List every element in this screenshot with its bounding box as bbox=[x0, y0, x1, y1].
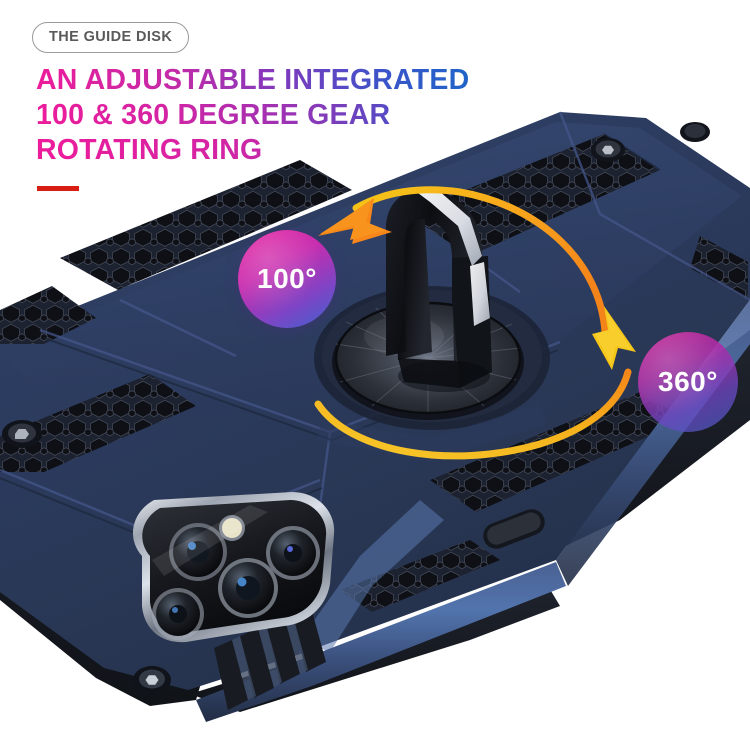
headline-line-2: 100 & 360 DEGREE GEAR bbox=[36, 98, 469, 133]
camera-lens bbox=[152, 588, 204, 640]
camera-flash bbox=[219, 515, 245, 541]
camera-lens bbox=[218, 558, 278, 618]
page-title: AN ADJUSTABLE INTEGRATED 100 & 360 DEGRE… bbox=[36, 63, 469, 168]
callout-100-label: 100° bbox=[257, 263, 317, 294]
callout-100-degree: 100° bbox=[238, 230, 336, 328]
callout-360-degree: 360° bbox=[638, 332, 738, 432]
power-button[interactable] bbox=[479, 505, 548, 552]
hex-screw-decorations bbox=[2, 122, 710, 694]
eyebrow-badge-label: THE GUIDE DISK bbox=[49, 29, 173, 45]
eyebrow-badge: THE GUIDE DISK bbox=[32, 22, 190, 53]
camera-lens bbox=[169, 523, 227, 581]
callout-360-label: 360° bbox=[658, 366, 718, 397]
headline-line-3: ROTATING RING bbox=[36, 133, 469, 168]
camera-module bbox=[132, 492, 335, 643]
camera-lens bbox=[266, 526, 320, 580]
accent-rule bbox=[37, 186, 79, 191]
headline-line-1: AN ADJUSTABLE INTEGRATED bbox=[36, 64, 470, 96]
